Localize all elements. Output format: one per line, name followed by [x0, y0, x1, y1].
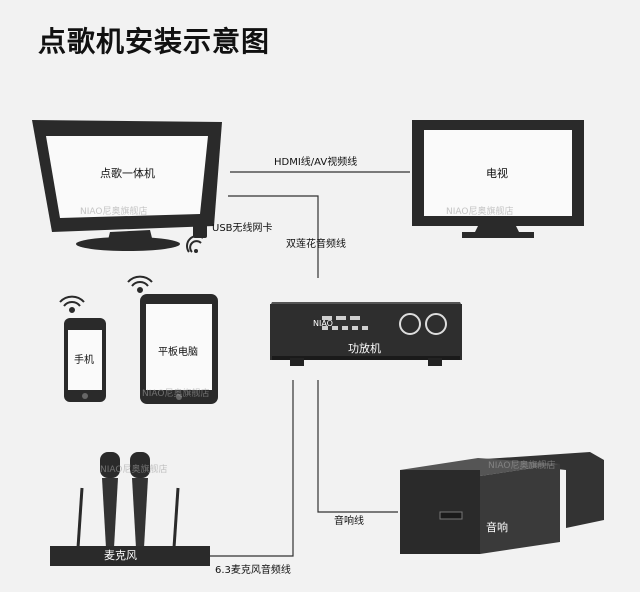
speaker-label: 音响 — [486, 521, 508, 534]
diagram-title: 点歌机安装示意图 — [38, 25, 271, 58]
tablet-wifi-icon — [127, 275, 153, 293]
phone — [64, 318, 106, 402]
usb-wifi-label: USB无线网卡 — [212, 223, 273, 234]
rca-audio-cable — [228, 195, 319, 278]
speaker-wire-label: 音响线 — [334, 516, 364, 527]
watermark-tv: NIAO尼奥旗舰店 — [446, 207, 514, 217]
microphone-set — [50, 452, 210, 566]
watermark-speaker: NIAO尼奥旗舰店 — [488, 461, 556, 471]
watermark-kiosk: NIAO尼奥旗舰店 — [80, 207, 148, 217]
amplifier-brand: NIAO — [313, 319, 333, 328]
tablet-label: 平板电脑 — [158, 347, 198, 358]
speaker-wire — [317, 380, 398, 513]
hdmi-av-label: HDMI线/AV视频线 — [274, 157, 358, 168]
rca-audio-label: 双莲花音频线 — [286, 239, 346, 250]
kiosk-label: 点歌一体机 — [100, 167, 155, 180]
tv — [412, 120, 584, 238]
speakers — [400, 452, 604, 554]
kiosk-monitor — [32, 120, 222, 251]
amplifier — [270, 302, 462, 366]
phone-wifi-icon — [59, 295, 85, 313]
mic-audio-label: 6.3麦克风音频线 — [215, 565, 291, 576]
tv-label: 电视 — [486, 167, 508, 180]
tablet — [140, 294, 218, 404]
phone-label: 手机 — [74, 355, 94, 366]
watermark-mic: NIAO尼奥旗舰店 — [100, 465, 168, 475]
connection-lines — [210, 171, 410, 557]
amplifier-label: 功放机 — [348, 342, 381, 355]
mic-label: 麦克风 — [104, 549, 137, 562]
watermark-tablet: NIAO尼奥旗舰店 — [142, 389, 210, 399]
mic-audio-cable — [210, 380, 294, 557]
usb-wifi-dongle — [186, 218, 207, 253]
